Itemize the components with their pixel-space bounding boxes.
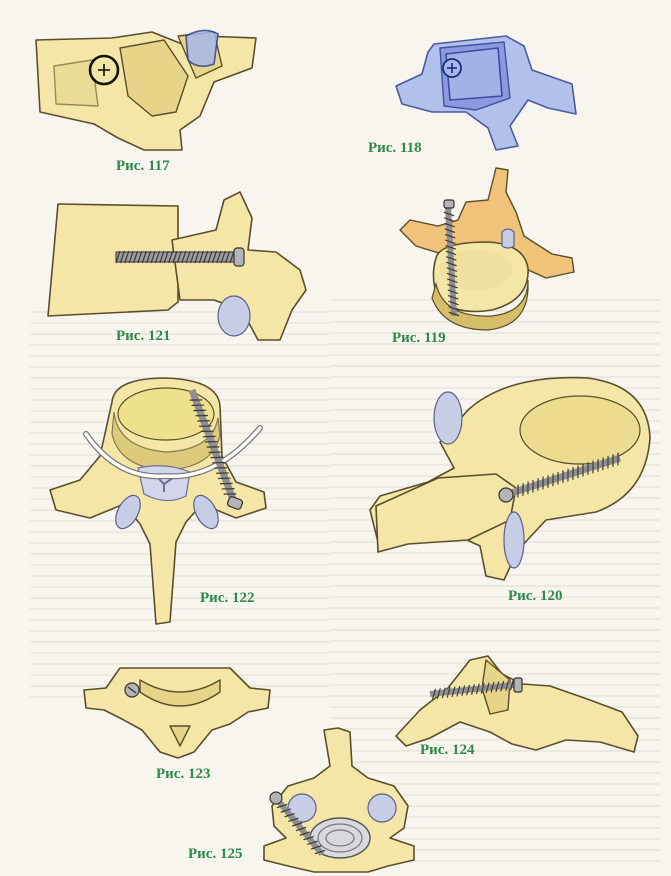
figure-125-axial-screw [263, 727, 415, 873]
figure-120-screw-oblique [369, 376, 651, 581]
caption-fig-125: Рис. 125 [188, 846, 243, 862]
figure-118-implant-vertebra [395, 35, 577, 151]
caption-fig-118: Рис. 118 [368, 140, 422, 156]
figure-124-lateral-screw [395, 655, 639, 753]
caption-fig-121: Рис. 121 [116, 328, 171, 344]
caption-fig-119: Рис. 119 [392, 330, 446, 346]
caption-fig-122: Рис. 122 [200, 590, 255, 606]
figure-122-wire-posterior [49, 377, 267, 625]
figure-119-screw-axial [399, 167, 575, 331]
figure-123-atlas [83, 667, 271, 759]
caption-fig-123: Рис. 123 [156, 766, 211, 782]
caption-fig-124: Рис. 124 [420, 742, 475, 758]
figure-121-screw-lateral [47, 191, 307, 341]
caption-fig-120: Рис. 120 [508, 588, 563, 604]
figure-117-vertebra-lateral [35, 29, 257, 151]
caption-fig-117: Рис. 117 [116, 158, 170, 174]
